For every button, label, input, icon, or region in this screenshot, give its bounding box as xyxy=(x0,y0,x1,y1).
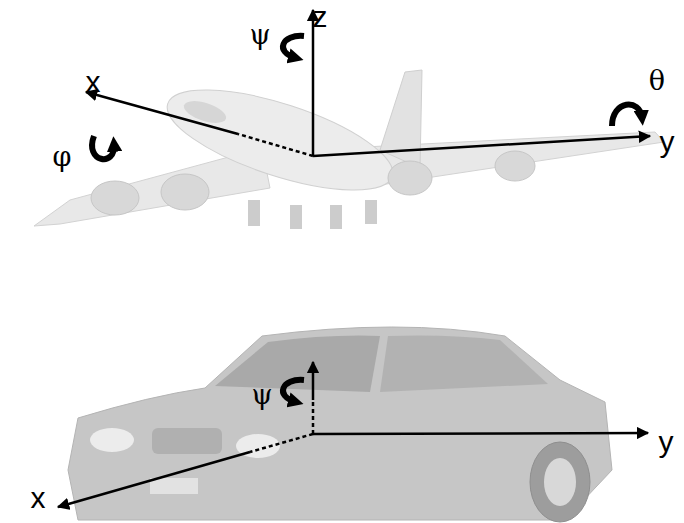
gear xyxy=(248,200,260,226)
rotation-label: φ xyxy=(53,143,72,170)
headlight xyxy=(90,428,134,452)
engine xyxy=(495,151,535,181)
engine xyxy=(161,174,209,210)
axis-label: z xyxy=(313,2,328,32)
gear xyxy=(290,205,302,229)
x-axis-hidden xyxy=(250,434,313,452)
tail-fin xyxy=(380,70,422,168)
yaw-arrow xyxy=(283,380,304,402)
rim xyxy=(544,458,576,506)
landing-gear xyxy=(248,200,377,229)
y-axis xyxy=(313,136,650,156)
roll-arrow xyxy=(92,136,114,159)
engine xyxy=(91,181,139,215)
x-axis-hidden xyxy=(238,134,313,156)
cockpit xyxy=(181,97,228,128)
car-axes xyxy=(58,362,648,507)
y-axis xyxy=(313,433,648,434)
side-window xyxy=(380,336,548,393)
z-axis xyxy=(312,362,315,400)
airplane xyxy=(34,69,664,229)
axis-label: y xyxy=(659,427,674,457)
x-axis xyxy=(86,92,238,134)
axis-label: y xyxy=(660,127,675,157)
z-axis-hidden xyxy=(312,400,315,434)
fuselage xyxy=(157,69,404,210)
engine xyxy=(388,161,432,195)
pitch-arrow xyxy=(612,105,642,126)
wheel xyxy=(530,442,590,522)
gear xyxy=(365,200,377,224)
rotation-label: θ xyxy=(649,67,665,94)
gear xyxy=(330,205,342,229)
grille xyxy=(152,428,222,454)
yaw-arrow xyxy=(283,36,304,58)
plane-axes xyxy=(86,10,650,156)
plate xyxy=(150,478,198,494)
rotation-label: ψ xyxy=(249,21,270,48)
car xyxy=(68,327,612,522)
axis-label: x xyxy=(31,483,46,513)
windshield xyxy=(215,336,380,392)
axis-label: x xyxy=(86,67,101,97)
rotation-arrows xyxy=(92,36,642,402)
rotation-label: ψ xyxy=(251,381,272,408)
x-axis xyxy=(58,452,250,507)
